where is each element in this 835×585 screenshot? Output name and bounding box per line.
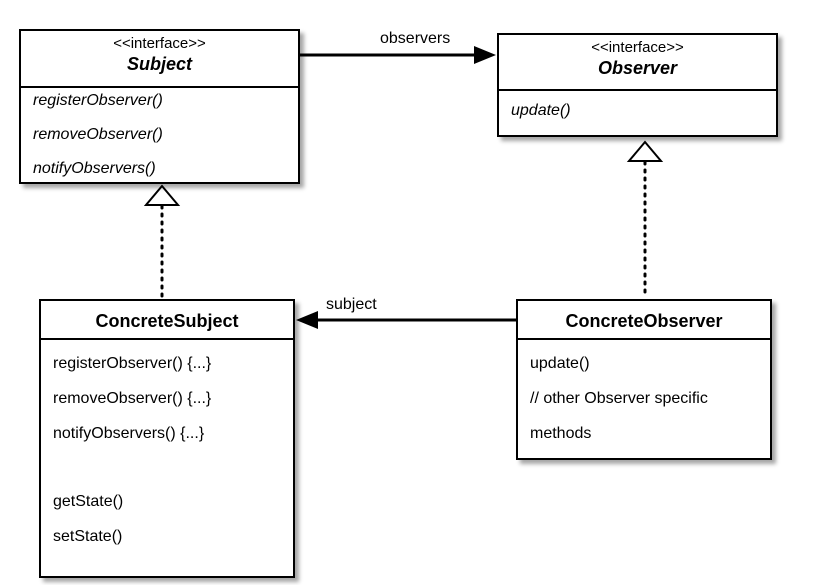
concrete-observer-method: // other Observer specific	[530, 390, 708, 407]
observer-method: update()	[511, 102, 571, 119]
subject-method: removeObserver()	[33, 126, 163, 143]
observer-name: Observer	[597, 58, 678, 78]
subject-interface-box: <<interface>> Subject registerObserver()…	[19, 29, 300, 184]
concrete-subject-header: ConcreteSubject	[41, 301, 293, 340]
subject-method: notifyObservers()	[33, 160, 156, 177]
concrete-observer-box: ConcreteObserver update() // other Obser…	[516, 299, 772, 460]
observer-interface-box: <<interface>> Observer update()	[497, 33, 778, 137]
observer-header: <<interface>> Observer	[499, 35, 776, 91]
concrete-subject-method: getState()	[53, 493, 124, 510]
concrete-observer-name: ConcreteObserver	[565, 311, 723, 331]
observers-association-arrowhead	[474, 46, 496, 64]
observer-stereotype: <<interface>>	[591, 39, 684, 56]
observer-realization-triangle	[626, 140, 664, 162]
concrete-observer-header: ConcreteObserver	[518, 301, 770, 340]
subject-header: <<interface>> Subject	[21, 31, 298, 88]
concrete-observer-method: methods	[530, 425, 592, 442]
concrete-subject-method: removeObserver() {...}	[53, 390, 212, 407]
concrete-subject-method: notifyObservers() {...}	[53, 425, 205, 442]
concrete-observer-method: update()	[530, 355, 590, 372]
subject-stereotype: <<interface>>	[113, 35, 206, 52]
subject-association-arrowhead	[296, 311, 318, 329]
concrete-subject-method: registerObserver() {...}	[53, 355, 212, 372]
subject-name: Subject	[126, 54, 192, 74]
observers-association-label: observers	[380, 30, 451, 47]
concrete-subject-method: setState()	[53, 528, 123, 545]
concrete-subject-name: ConcreteSubject	[95, 311, 239, 331]
concrete-subject-box: ConcreteSubject registerObserver() {...}…	[39, 299, 295, 578]
subject-association-label: subject	[326, 296, 377, 313]
subject-realization-triangle	[143, 184, 181, 206]
subject-method: registerObserver()	[33, 92, 163, 109]
